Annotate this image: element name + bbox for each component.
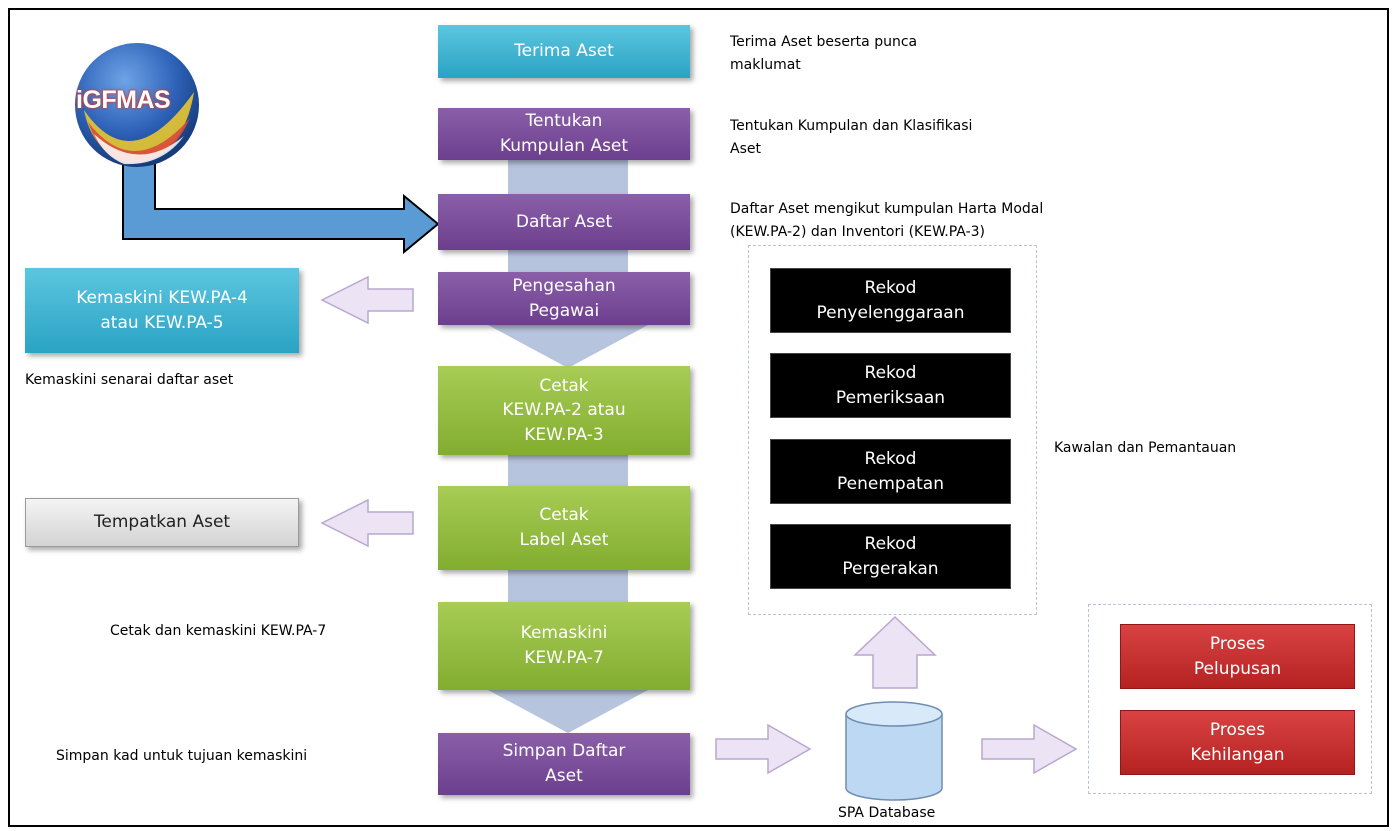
logo-text: iGFMAS (76, 86, 171, 114)
database-icon (845, 701, 943, 801)
process-pelupusan: Proses Pelupusan (1120, 624, 1355, 689)
igfmas-logo-icon (75, 43, 199, 167)
note-simpan-kad: Simpan kad untuk tujuan kemaskini (56, 748, 308, 764)
flow-box-pengesahan-pegawai: Pengesahan Pegawai (438, 272, 690, 325)
side-box-kemaskini-pa4: Kemaskini KEW.PA-4 atau KEW.PA-5 (25, 268, 299, 353)
record-penyelenggaraan: Rekod Penyelenggaraan (770, 268, 1011, 333)
note-terima: Terima Aset beserta punca maklumat (730, 34, 918, 74)
processes-container (1088, 604, 1372, 794)
right-arrow-to-database (715, 723, 812, 775)
side-box-tempatkan-aset: Tempatkan Aset (25, 498, 299, 547)
flow-box-terima-aset: Terima Aset (438, 25, 690, 78)
flow-box-daftar-aset: Daftar Aset (438, 194, 690, 250)
note-tentukan: Tentukan Kumpulan dan Klasifikasi Aset (730, 118, 973, 158)
flow-arrowhead-2 (488, 690, 648, 733)
record-pemeriksaan: Rekod Pemeriksaan (770, 353, 1011, 418)
database-label: SPA Database (838, 805, 936, 821)
note-kemaskini-senarai: Kemaskini senarai daftar aset (25, 372, 234, 388)
note-kawalan: Kawalan dan Pemantauan (1054, 440, 1237, 456)
flow-box-simpan-daftar: Simpan Daftar Aset (438, 733, 690, 795)
flow-box-cetak-label: Cetak Label Aset (438, 486, 690, 570)
flow-box-cetak-kew: Cetak KEW.PA-2 atau KEW.PA-3 (438, 366, 690, 455)
igfmas-logo: iGFMAS (72, 40, 202, 170)
left-arrow-kemaskini (320, 275, 414, 325)
record-penempatan: Rekod Penempatan (770, 439, 1011, 504)
up-arrow-to-records (853, 615, 937, 689)
records-container (748, 245, 1037, 615)
flow-box-kemaskini-pa7: Kemaskini KEW.PA-7 (438, 602, 690, 690)
logo-to-daftar-arrow (122, 149, 440, 255)
flow-box-tentukan-kumpulan: Tentukan Kumpulan Aset (438, 108, 690, 160)
process-kehilangan: Proses Kehilangan (1120, 710, 1355, 775)
right-arrow-to-processes (981, 723, 1078, 775)
flow-connector-2 (508, 455, 628, 486)
record-pergerakan: Rekod Pergerakan (770, 524, 1011, 589)
diagram-frame (8, 8, 1389, 827)
left-arrow-tempatkan (320, 498, 414, 548)
flow-arrowhead-1 (488, 325, 648, 368)
flow-connector-3 (508, 570, 628, 602)
note-daftar: Daftar Aset mengikut kumpulan Harta Moda… (730, 201, 1044, 241)
note-cetak-kemaskini: Cetak dan kemaskini KEW.PA-7 (110, 623, 327, 639)
